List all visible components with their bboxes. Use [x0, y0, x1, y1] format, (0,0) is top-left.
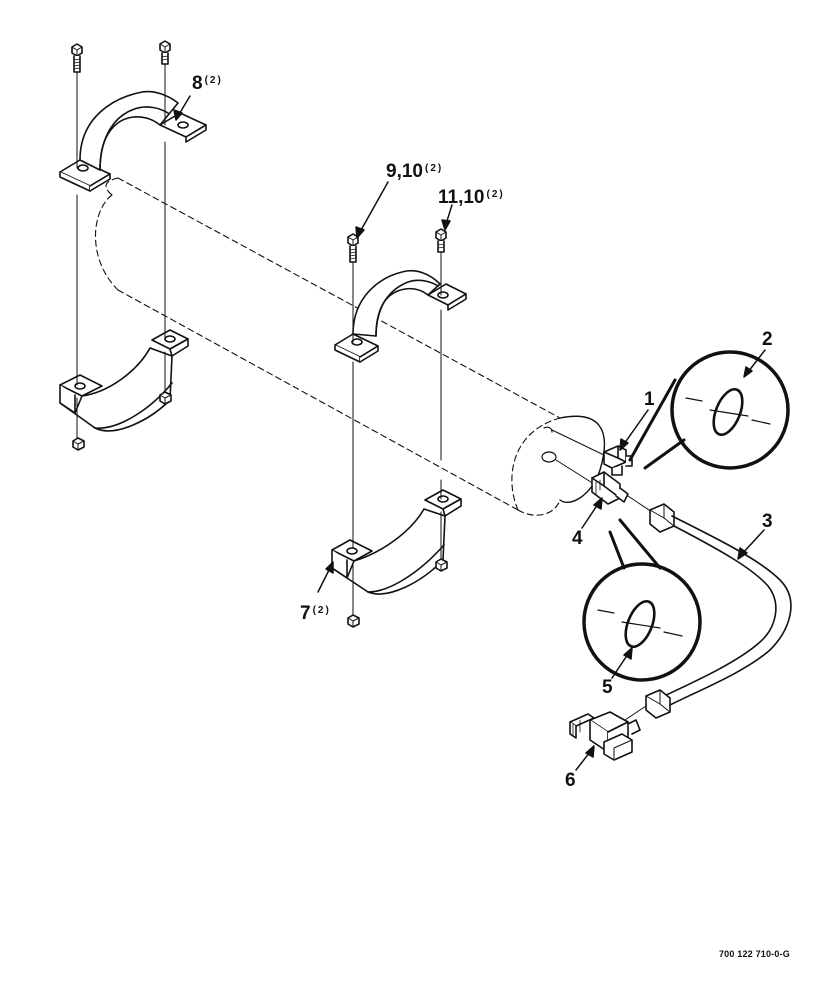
- callout-8: 8(2): [192, 74, 223, 93]
- lower-clamp-middle: [331, 489, 462, 595]
- cylinder-port-lower: [541, 451, 557, 463]
- callout-8-label: 8: [192, 73, 203, 94]
- male-connector: [591, 471, 629, 505]
- callout-9-10-label: 9,10: [386, 161, 423, 182]
- callout-4-label: 4: [572, 528, 583, 549]
- fitting-axis-upper: [551, 429, 607, 457]
- bolt-middle-upper-b: [435, 228, 447, 253]
- tee-axis: [621, 705, 647, 723]
- tube-assembly: [645, 503, 792, 719]
- callout-7-qty: (2): [312, 605, 331, 616]
- nut-left-a: [72, 437, 85, 451]
- upper-clamp-left: [59, 90, 207, 192]
- bolt-left-upper-b: [159, 40, 171, 65]
- callout-11-10: 11,10(2): [438, 188, 505, 207]
- callout-1: 1: [644, 390, 655, 409]
- fitting-axis-lower: [555, 459, 595, 485]
- leader-arrows: [173, 95, 766, 771]
- bolt-axis-left: [76, 63, 166, 439]
- upper-clamp-middle: [334, 269, 467, 363]
- callout-6: 6: [565, 771, 576, 790]
- callout-7: 7(2): [300, 604, 331, 623]
- document-id: 700 122 710-0-G: [718, 949, 790, 959]
- callout-2-label: 2: [762, 329, 773, 350]
- o-ring-detail-upper: [628, 350, 790, 470]
- nut-left-b: [159, 391, 172, 405]
- tube-axis: [627, 495, 653, 513]
- callout-2: 2: [762, 330, 773, 349]
- nut-middle-a: [347, 614, 360, 628]
- callout-4: 4: [572, 529, 583, 548]
- nut-middle-b: [435, 558, 448, 572]
- cylinder-outline: [95, 177, 561, 516]
- callout-5: 5: [602, 678, 613, 697]
- callout-5-label: 5: [602, 677, 613, 698]
- callout-11-10-label: 11,10: [438, 187, 485, 208]
- bolt-axis-middle: [352, 251, 442, 616]
- callout-9-10-qty: (2): [424, 163, 444, 174]
- callout-8-qty: (2): [204, 75, 223, 86]
- cylinder-port-upper: [543, 426, 553, 433]
- tube-nut-upper: [649, 503, 675, 533]
- bolt-left-upper-a: [71, 43, 83, 73]
- lower-clamp-left: [59, 329, 189, 432]
- tube-nut-lower: [645, 689, 671, 719]
- o-ring-detail-lower: [582, 518, 702, 682]
- elbow-fitting: [603, 445, 633, 476]
- callout-1-label: 1: [644, 389, 655, 410]
- callout-3: 3: [762, 512, 773, 531]
- cylinder-end-face: [559, 415, 606, 504]
- callout-9-10: 9,10(2): [386, 162, 443, 181]
- callout-11-10-qty: (2): [486, 189, 505, 200]
- tee-fitting: [569, 711, 641, 761]
- callout-3-label: 3: [762, 511, 773, 532]
- callout-7-label: 7: [300, 603, 311, 624]
- callout-6-label: 6: [565, 770, 576, 791]
